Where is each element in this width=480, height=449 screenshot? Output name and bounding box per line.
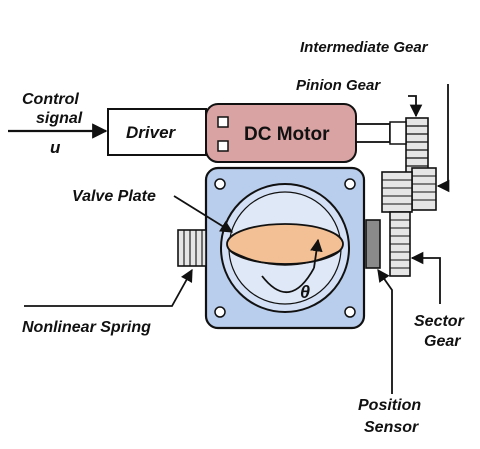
- control-symbol-u: u: [50, 138, 61, 157]
- dc-motor-label: DC Motor: [244, 124, 330, 145]
- sector-gear-label-2: Gear: [424, 333, 461, 350]
- motor-terminal-top: [217, 116, 229, 128]
- driver-label: Driver: [126, 123, 177, 142]
- sector-gear-leader: [410, 251, 441, 304]
- control-signal-label-1: Control: [22, 91, 79, 108]
- angle-arrow: [310, 238, 323, 269]
- valve-plate-label: Valve Plate: [72, 188, 156, 205]
- bolt-bottom-left: [214, 306, 226, 318]
- valve-plate: [226, 223, 344, 265]
- pinion-gear-leader: [408, 95, 423, 118]
- control-signal-label-2: signal: [36, 110, 83, 127]
- intermediate-gear-leader: [436, 84, 450, 193]
- nonlinear-spring-label: Nonlinear Spring: [22, 319, 151, 336]
- intermediate-gear: [411, 167, 437, 211]
- sector-gear: [381, 171, 413, 277]
- position-sensor-label-2: Sensor: [364, 419, 419, 436]
- valve-plate-leader: [173, 195, 234, 233]
- sector-gear-label-1: Sector: [414, 313, 465, 330]
- motor-shaft: [355, 123, 391, 143]
- valve-plate-edge: [228, 249, 342, 266]
- pinion-hub: [389, 121, 407, 145]
- bolt-top-right: [344, 178, 356, 190]
- motor-terminal-bottom: [217, 140, 229, 152]
- position-sensor-block: [365, 219, 381, 269]
- position-sensor-label-1: Position: [358, 397, 421, 414]
- theta-symbol: θ: [300, 282, 310, 302]
- spring-leader: [24, 268, 193, 307]
- bolt-top-left: [214, 178, 226, 190]
- intermediate-gear-label: Intermediate Gear: [300, 39, 429, 56]
- position-sensor-leader: [377, 268, 393, 394]
- bolt-bottom-right: [344, 306, 356, 318]
- angle-arc: [261, 267, 315, 293]
- nonlinear-spring: [177, 229, 207, 267]
- pinion-gear-label: Pinion Gear: [296, 77, 381, 94]
